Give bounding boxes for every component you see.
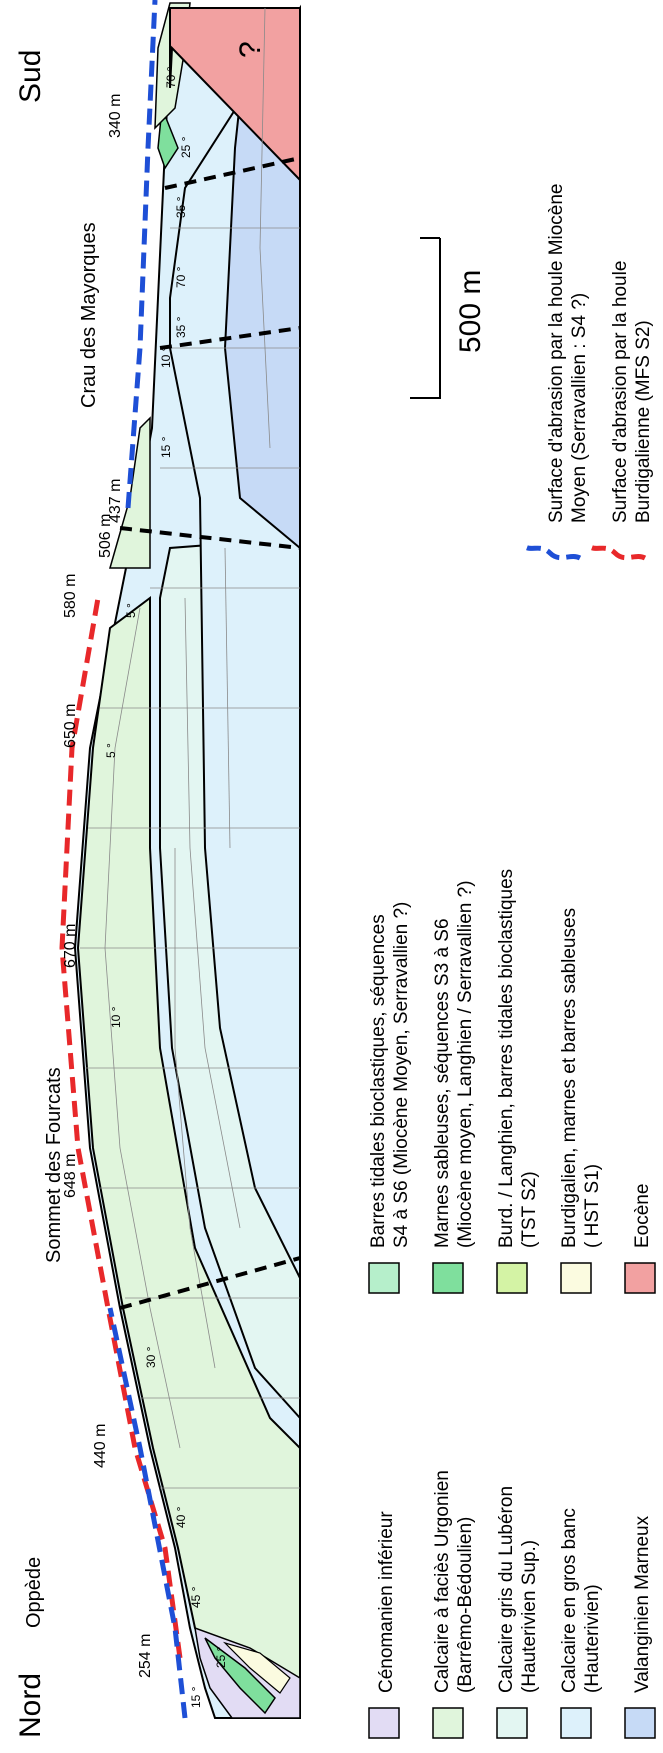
section-body (59, 0, 301, 1719)
legend-text-hauterivien-1: Calcaire en gros banc (559, 1508, 580, 1693)
legend-text-hauterivien-2: (Hauterivien) (582, 1584, 603, 1693)
dip-15: 15 ° (189, 1686, 203, 1708)
legend-text-valanginien: Valanginien Marneux (632, 1515, 653, 1693)
legend-text-burdigalien-2: ( HST S1) (582, 1164, 603, 1248)
altitude-254: 254 m (137, 1634, 154, 1678)
legend-lines: Surface d'abrasion par la houle Burdigal… (521, 183, 654, 561)
legend-text-burd-langhien-1: Burd. / Langhien, barres tidales bioclas… (496, 869, 517, 1248)
dip-45: 45 ° (189, 1586, 203, 1608)
legend-text-marnes-2: (Miocène moyen, Langhien / Serravallien … (455, 880, 476, 1248)
legend-left: Valanginien Marneux Calcaire en gros ban… (368, 1470, 656, 1739)
legend-swatch-eocene (624, 1262, 656, 1294)
north-marnes-lens (204, 1637, 276, 1715)
legend-swatch-hauterivien (560, 1707, 592, 1739)
surface-miocene-north (107, 1307, 188, 1719)
eocene-block (169, 7, 301, 183)
altitude-650: 650 m (62, 704, 79, 748)
legend-text-surface-miocene-1: Surface d'abrasion par la houle Miocène (546, 183, 567, 523)
dip-35: 35 ° (174, 316, 188, 338)
legend-text-hauterivien-sup-2: (Hauterivien Sup.) (519, 1540, 540, 1693)
legend-swatch-burdigalien (560, 1262, 592, 1294)
scale-label: 500 m (454, 270, 487, 353)
dip-70: 70 ° (174, 266, 188, 288)
altitude-340: 340 m (107, 94, 124, 138)
dip-25b: 25 ° (179, 136, 193, 158)
dip-10: 10 ° (109, 1006, 123, 1028)
scale-bar: 500 m (410, 237, 487, 399)
label-unknown: ? (234, 41, 267, 58)
surface-miocene-south (125, 0, 158, 509)
altitude-580: 580 m (62, 574, 79, 618)
legend-text-burd-langhien-2: (TST S2) (519, 1171, 540, 1248)
legend-text-surface-burdigalienne-2: Burdigalienne (MFS S2) (633, 320, 654, 523)
legend-text-urgonien-1: Calcaire à faciès Urgonien (432, 1470, 453, 1693)
legend-text-hauterivien-sup-1: Calcaire gris du Lubéron (496, 1486, 517, 1693)
urgonien-layer (76, 596, 301, 1690)
dip-35b: 35 ° (174, 196, 188, 218)
legend-swatch-valanginien (624, 1707, 656, 1739)
legend-text-surface-burdigalienne-1: Surface d'abrasion par la houle (610, 261, 631, 523)
scale-bar-line (410, 238, 441, 399)
legend-text-barres-1: Barres tidales bioclastiques, séquences (368, 914, 389, 1248)
legend-swatch-urgonien (432, 1707, 464, 1739)
dip-70b: 70 ° (164, 66, 178, 88)
legend-symbol-miocene (521, 543, 582, 561)
legend-swatch-cenomanien (368, 1707, 400, 1739)
faults (119, 156, 301, 1310)
legend-text-urgonien-2: (Barrêmo-Bédoulien) (455, 1517, 476, 1693)
altitude-437: 437 m (107, 479, 124, 523)
legend-swatch-burd-langhien (496, 1262, 528, 1294)
bedding-lines (80, 7, 300, 1489)
dip-15b: 15 ° (159, 436, 173, 458)
dip-30: 30 ° (144, 1346, 158, 1368)
surface-burdigalienne (59, 597, 183, 1659)
north-burdigalien-lens (222, 1641, 291, 1694)
legend-text-marnes-1: Marnes sableuses, séquences S3 à S6 (432, 918, 453, 1248)
dip-40: 40 ° (174, 1506, 188, 1528)
dip-5b: 5 ° (124, 603, 138, 618)
legend-swatch-marnes (432, 1262, 464, 1294)
legend-text-cenomanien: Cénomanien inférieur (376, 1511, 397, 1693)
dip-25: 25 ° (214, 1646, 228, 1668)
legend-swatch-hauterivien-sup (496, 1707, 528, 1739)
legend-text-eocene: Eocène (632, 1184, 653, 1248)
altitude-506: 506 m (97, 514, 114, 558)
rotated-figure: Nord Sud Oppède Sommet des Fourcats Crau… (14, 0, 656, 1739)
label-nord: Nord (14, 1673, 47, 1738)
dip-10b: 10 ° (159, 346, 173, 368)
altitude-440: 440 m (92, 1424, 109, 1468)
legend-swatch-barres (368, 1262, 400, 1294)
label-sud: Sud (14, 50, 47, 103)
legend-symbol-burdigalienne (586, 543, 647, 561)
dip-5a: 5 ° (104, 743, 118, 758)
label-sommet: Sommet des Fourcats (43, 1067, 65, 1263)
altitude-670: 670 m (62, 924, 79, 968)
legend-text-burdigalien-1: Burdigalien, marnes et barres sableuses (559, 908, 580, 1248)
legend-text-surface-miocene-2: Moyen (Serravallien : S4 ?) (569, 293, 590, 523)
label-crau: Crau des Mayorques (78, 222, 100, 408)
altitude-648: 648 m (62, 1154, 79, 1198)
legend-mid: Eocène Burdigalien, marnes et barres sab… (368, 869, 656, 1294)
label-oppede: Oppède (23, 1557, 45, 1628)
legend-text-barres-2: S4 à S6 (Miocène Moyen, Serravallien ?) (391, 902, 412, 1248)
